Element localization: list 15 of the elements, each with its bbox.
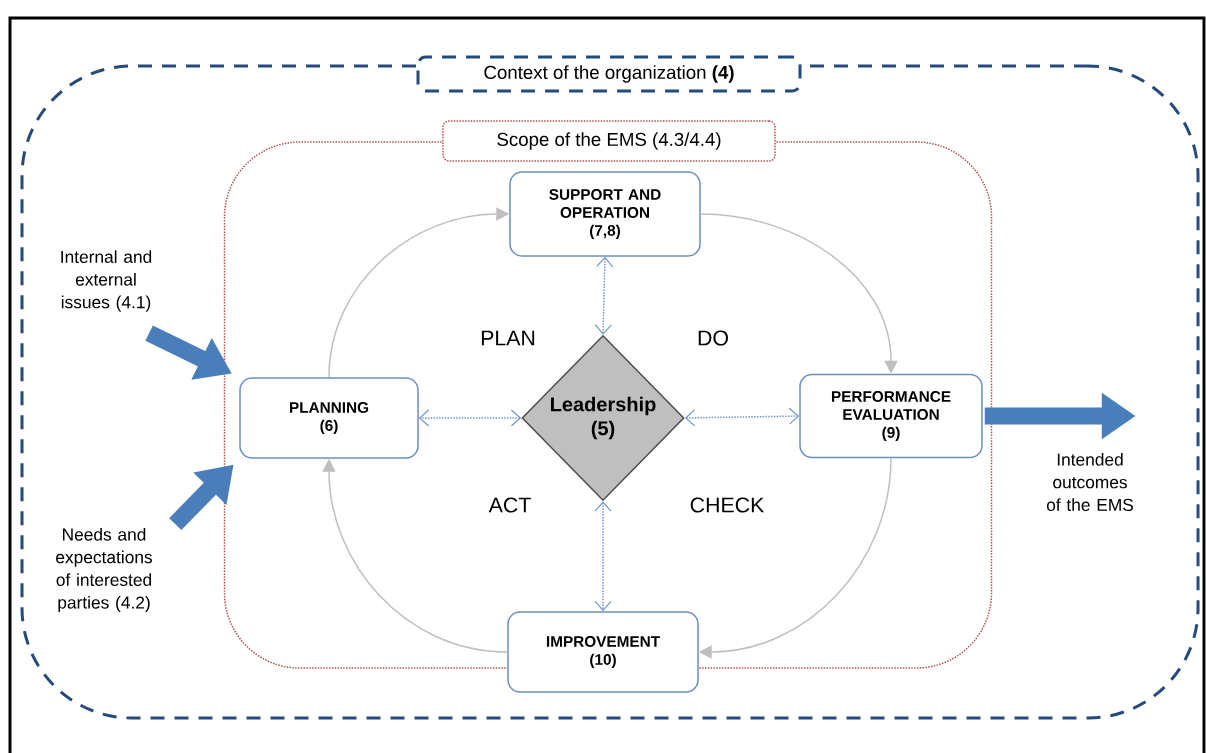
phase-label: DO — [698, 330, 728, 346]
input-text: Needs and expectations of interested parties (4.2) — [56, 527, 153, 613]
context-tab: Context of the organization (4) — [416, 55, 802, 93]
input-text: Intended outcomes of the EMS — [1046, 452, 1134, 512]
process-box: SUPPORT AND OPERATION (7,8) — [509, 171, 701, 257]
link-arrow — [594, 256, 614, 335]
process-box: IMPROVEMENT (10) — [507, 611, 699, 693]
scope-tab: Scope of the EMS (4.3/4.4) — [442, 120, 776, 162]
input-text: Internal and external issues (4.1) — [61, 250, 152, 312]
process-box: PLANNING (6) — [239, 377, 419, 459]
phase-label: CHECK — [690, 497, 765, 513]
link-arrow — [594, 501, 612, 612]
link-arrow — [418, 409, 522, 427]
process-box: PERFORMANCE EVALUATION (9) — [799, 373, 983, 459]
link-arrow — [684, 407, 800, 427]
